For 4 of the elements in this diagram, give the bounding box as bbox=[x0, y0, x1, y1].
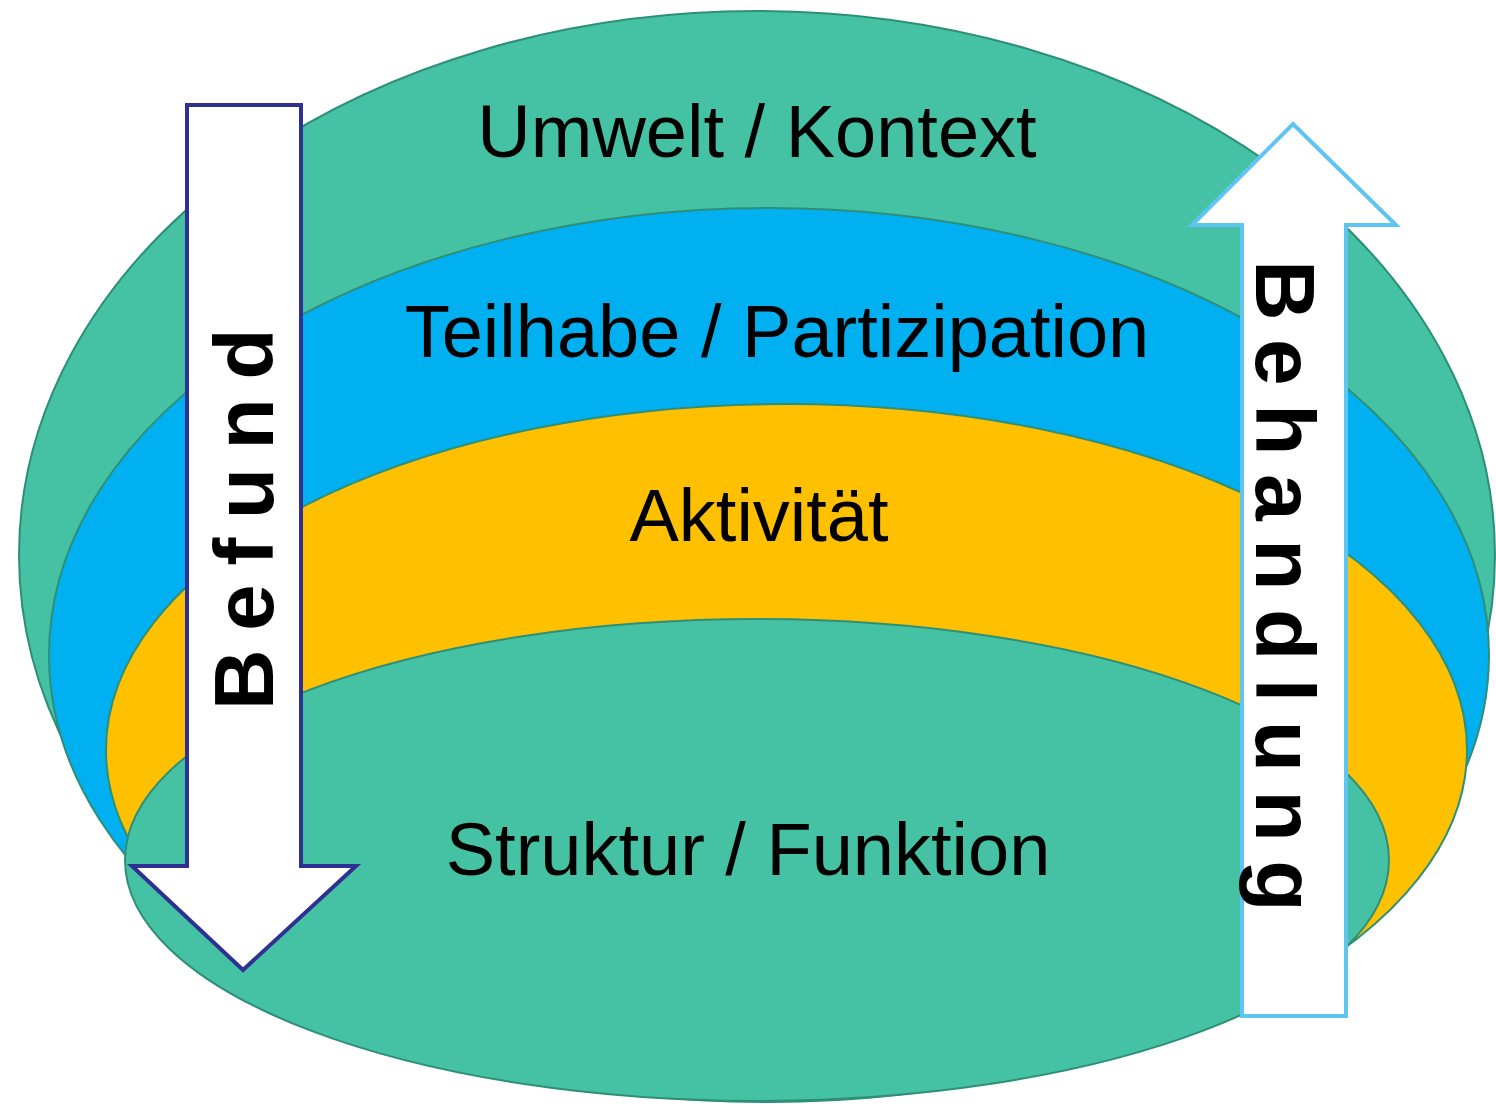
arrow-label: Befund bbox=[202, 309, 286, 711]
band-label: Aktivität bbox=[629, 479, 889, 553]
band-label: Umwelt / Kontext bbox=[477, 95, 1037, 169]
band-label: Struktur / Funktion bbox=[445, 813, 1051, 887]
